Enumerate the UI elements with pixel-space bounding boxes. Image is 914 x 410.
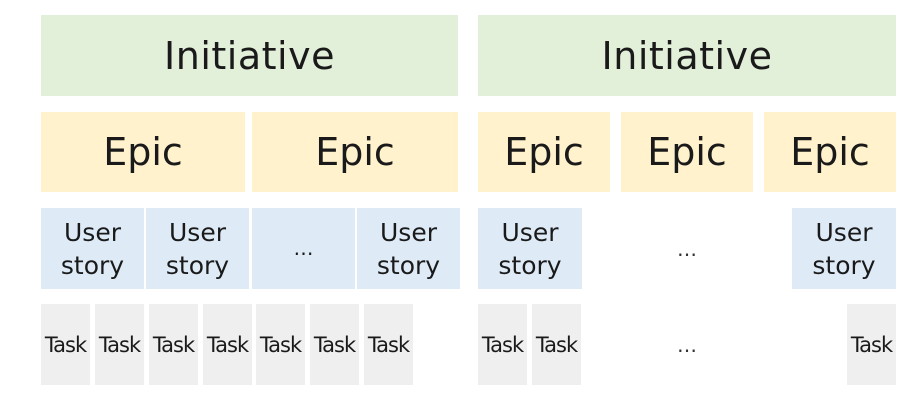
ellipsis-label: … xyxy=(677,236,697,261)
user-story-label-line1: User xyxy=(64,217,121,247)
user-story-label-line1: User xyxy=(380,217,437,247)
user-story-box: User story xyxy=(41,208,144,289)
task-box: Task xyxy=(847,304,896,385)
task-ellipsis: … xyxy=(582,304,792,385)
initiative-box-left: Initiative xyxy=(41,15,458,96)
user-story-box: User story xyxy=(478,208,582,289)
user-story-box: User story xyxy=(792,208,896,289)
task-box: Task xyxy=(149,304,198,385)
task-box: Task xyxy=(256,304,305,385)
user-story-label-line2: story xyxy=(165,250,230,280)
task-label: Task xyxy=(206,332,249,357)
epic-box: Epic xyxy=(41,112,245,192)
user-story-label-line2: story xyxy=(60,250,125,280)
user-story-label-line2: story xyxy=(498,250,562,280)
epic-box: Epic xyxy=(621,112,753,192)
epic-label: Epic xyxy=(504,130,584,174)
task-box: Task xyxy=(478,304,527,385)
epic-box: Epic xyxy=(764,112,896,192)
task-box: Task xyxy=(310,304,359,385)
initiative-box-right: Initiative xyxy=(478,15,896,96)
task-label: Task xyxy=(44,332,87,357)
ellipsis-label: … xyxy=(677,332,697,357)
task-label: Task xyxy=(850,332,893,357)
user-story-ellipsis: … xyxy=(582,208,792,289)
epic-label: Epic xyxy=(315,130,395,174)
user-story-label-line1: User xyxy=(815,217,873,247)
task-label: Task xyxy=(259,332,302,357)
task-box: Task xyxy=(203,304,252,385)
initiative-label: Initiative xyxy=(601,33,773,78)
user-story-label-line2: story xyxy=(376,250,441,280)
user-story-label-line2: story xyxy=(812,250,876,280)
user-story-box: User story xyxy=(146,208,249,289)
user-story-label-line1: User xyxy=(169,217,226,247)
task-box: Task xyxy=(95,304,144,385)
epic-label: Epic xyxy=(790,130,870,174)
task-box: Task xyxy=(364,304,413,385)
task-label: Task xyxy=(313,332,356,357)
epic-label: Epic xyxy=(647,130,727,174)
user-story-box: User story xyxy=(357,208,460,289)
user-story-ellipsis-box: … xyxy=(252,208,355,289)
epic-label: Epic xyxy=(103,130,183,174)
task-box: Task xyxy=(532,304,581,385)
epic-box: Epic xyxy=(252,112,458,192)
task-label: Task xyxy=(481,332,524,357)
epic-box: Epic xyxy=(478,112,610,192)
ellipsis-label: … xyxy=(293,236,314,260)
task-label: Task xyxy=(367,332,410,357)
task-label: Task xyxy=(98,332,141,357)
task-label: Task xyxy=(152,332,195,357)
user-story-label-line1: User xyxy=(501,217,559,247)
task-box: Task xyxy=(41,304,90,385)
initiative-label: Initiative xyxy=(164,33,335,78)
task-label: Task xyxy=(535,332,578,357)
